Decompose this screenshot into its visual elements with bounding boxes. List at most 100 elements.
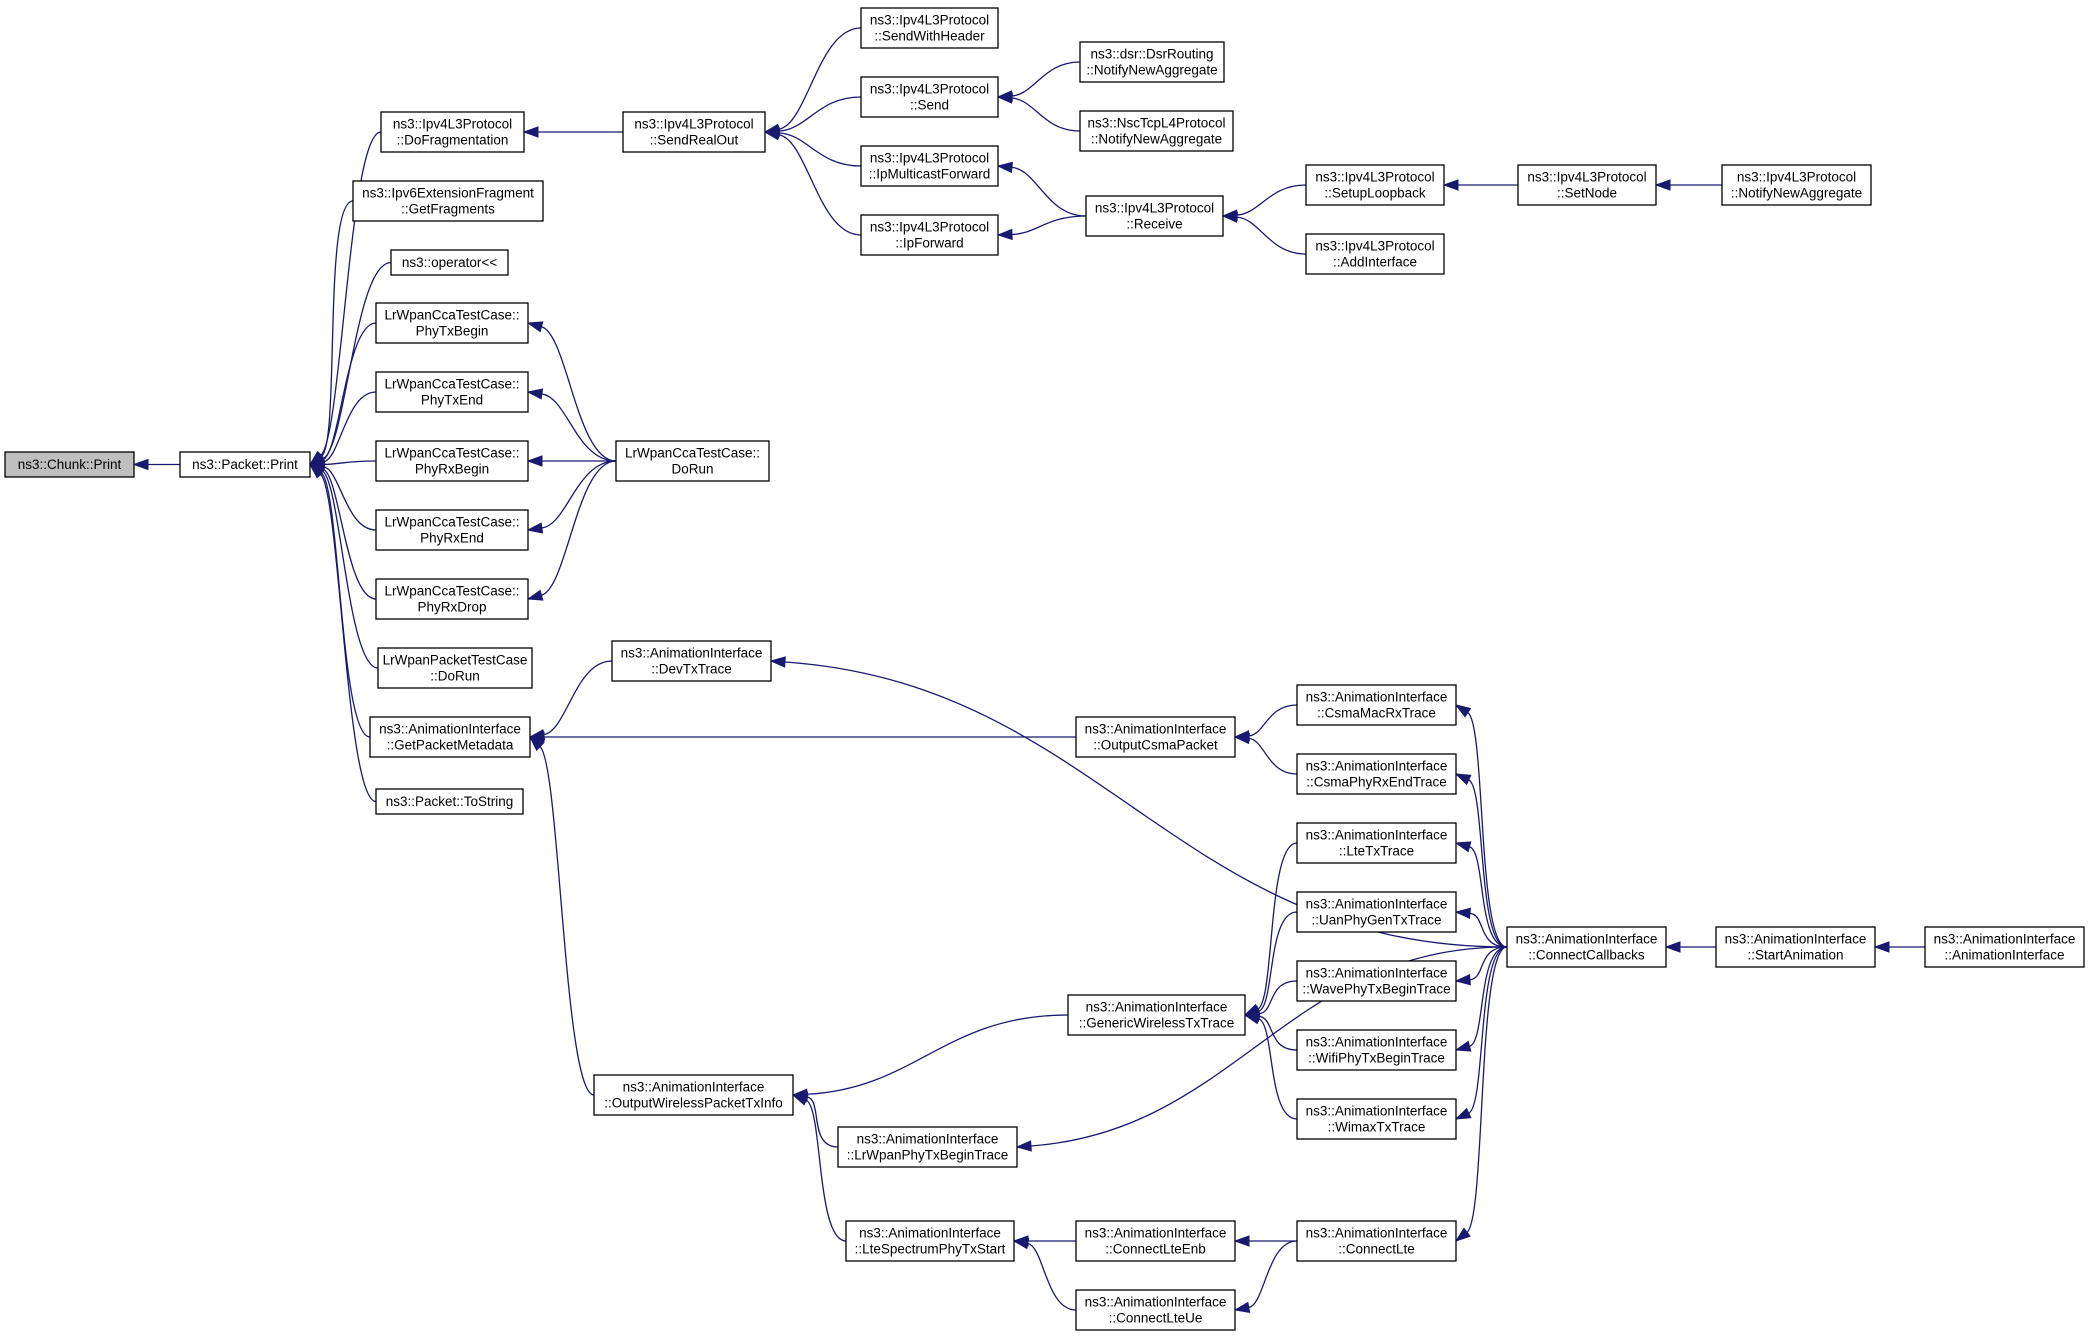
- edge-wimax-to-genwireless: [1243, 1013, 1298, 1120]
- node-box: [1079, 41, 1225, 83]
- node-ltetx[interactable]: ns3::AnimationInterface::LteTxTrace: [1296, 822, 1457, 864]
- node-notifyagg[interactable]: ns3::Ipv4L3Protocol::NotifyNewAggregate: [1721, 164, 1872, 206]
- node-ipfwd[interactable]: ns3::Ipv4L3Protocol::IpForward: [860, 214, 999, 256]
- node-uanphy[interactable]: ns3::AnimationInterface::UanPhyGenTxTrac…: [1296, 891, 1457, 933]
- node-animiface[interactable]: ns3::AnimationInterface::AnimationInterf…: [1924, 926, 2085, 968]
- edge-conncb-to-wifiphy: [1454, 946, 1508, 1052]
- edge-arrowhead: [526, 589, 544, 601]
- node-label: ns3::AnimationInterface: [379, 722, 521, 737]
- edge-line: [778, 27, 862, 130]
- node-ltespec[interactable]: ns3::AnimationInterface::LteSpectrumPhyT…: [845, 1220, 1015, 1262]
- node-send[interactable]: ns3::Ipv4L3Protocol::Send: [860, 76, 999, 118]
- node-phyrxdrop[interactable]: LrWpanCcaTestCase::PhyRxDrop: [375, 578, 529, 620]
- edge-arrowhead: [526, 455, 543, 467]
- node-phytxend[interactable]: LrWpanCcaTestCase::PhyTxEnd: [375, 371, 529, 413]
- node-label: LrWpanCcaTestCase::: [384, 446, 519, 461]
- node-box: [352, 180, 544, 222]
- node-csmamacrx[interactable]: ns3::AnimationInterface::CsmaMacRxTrace: [1296, 684, 1457, 726]
- node-label: ::DoFragmentation: [397, 133, 509, 148]
- edge-arrowhead: [1454, 907, 1471, 920]
- node-addiface[interactable]: ns3::Ipv4L3Protocol::AddInterface: [1305, 233, 1445, 275]
- edge-line: [1258, 980, 1298, 1015]
- node-phytxbegin[interactable]: LrWpanCcaTestCase::PhyTxBegin: [375, 302, 529, 344]
- node-outwireless[interactable]: ns3::AnimationInterface::OutputWirelessP…: [593, 1074, 794, 1116]
- edge-notifyagg-to-setnode: [1654, 179, 1723, 191]
- edge-arrowhead: [526, 388, 544, 400]
- node-wimax[interactable]: ns3::AnimationInterface::WimaxTxTrace: [1296, 1098, 1457, 1140]
- edge-line: [320, 472, 371, 738]
- node-setuploop[interactable]: ns3::Ipv4L3Protocol::SetupLoopback: [1305, 164, 1445, 206]
- node-label: ns3::Ipv4L3Protocol: [870, 82, 989, 97]
- node-devtx[interactable]: ns3::AnimationInterface::DevTxTrace: [611, 640, 772, 682]
- node-nsctcp[interactable]: ns3::NscTcpL4Protocol::NotifyNewAggregat…: [1079, 110, 1234, 152]
- node-connlteue[interactable]: ns3::AnimationInterface::ConnectLteUe: [1075, 1289, 1236, 1331]
- edge-genwireless-to-outwireless: [791, 1014, 1069, 1100]
- node-box: [615, 440, 770, 482]
- node-wavephy[interactable]: ns3::AnimationInterface::WavePhyTxBeginT…: [1296, 960, 1457, 1002]
- node-connlteenb[interactable]: ns3::AnimationInterface::ConnectLteEnb: [1075, 1220, 1236, 1262]
- node-getmeta[interactable]: ns3::AnimationInterface::GetPacketMetada…: [369, 716, 531, 758]
- node-dofrag[interactable]: ns3::Ipv4L3Protocol::DoFragmentation: [380, 111, 525, 153]
- node-pktprint[interactable]: ns3::Packet::Print: [179, 451, 311, 478]
- node-setnode[interactable]: ns3::Ipv4L3Protocol::SetNode: [1517, 164, 1657, 206]
- node-label: ns3::AnimationInterface: [1306, 1104, 1448, 1119]
- node-phyrxbegin[interactable]: LrWpanCcaTestCase::PhyRxBegin: [375, 440, 529, 482]
- node-tostring[interactable]: ns3::Packet::ToString: [375, 788, 524, 815]
- node-startanim[interactable]: ns3::AnimationInterface::StartAnimation: [1715, 926, 1876, 968]
- node-receive[interactable]: ns3::Ipv4L3Protocol::Receive: [1085, 195, 1224, 237]
- node-sendrealout[interactable]: ns3::Ipv4L3Protocol::SendRealOut: [622, 111, 766, 153]
- node-box: [375, 440, 529, 482]
- node-connlte[interactable]: ns3::AnimationInterface::ConnectLte: [1296, 1220, 1457, 1262]
- edge-sendrealout-to-dofrag: [522, 126, 623, 138]
- node-box: [375, 788, 524, 815]
- node-sendwithheader[interactable]: ns3::Ipv4L3Protocol::SendWithHeader: [860, 7, 999, 49]
- node-label: ::NotifyNewAggregate: [1086, 63, 1217, 78]
- node-pktdorun[interactable]: LrWpanPacketTestCase::DoRun: [377, 647, 533, 689]
- node-box: [1924, 926, 2085, 968]
- node-label: ns3::Packet::ToString: [386, 794, 514, 809]
- node-label: ::CsmaMacRxTrace: [1317, 706, 1436, 721]
- edge-ipv6frag-to-pktprint: [308, 200, 354, 466]
- node-ccadorun[interactable]: LrWpanCcaTestCase::DoRun: [615, 440, 770, 482]
- node-phyrxend[interactable]: LrWpanCcaTestCase::PhyRxEnd: [375, 509, 529, 551]
- node-wifiphy[interactable]: ns3::AnimationInterface::WifiPhyTxBeginT…: [1296, 1029, 1457, 1071]
- node-label: ns3::NscTcpL4Protocol: [1087, 116, 1225, 131]
- edge-line: [1467, 712, 1508, 948]
- edge-phyrxdrop-to-pktprint: [308, 463, 377, 600]
- edge-arrowhead: [1454, 974, 1471, 986]
- node-csmaphyrx[interactable]: ns3::AnimationInterface::CsmaPhyRxEndTra…: [1296, 753, 1457, 795]
- node-box: [179, 451, 311, 478]
- node-oplt[interactable]: ns3::operator<<: [390, 249, 509, 276]
- node-ipv6frag[interactable]: ns3::Ipv6ExtensionFragment::GetFragments: [352, 180, 544, 222]
- edge-arrowhead: [308, 463, 325, 479]
- edge-line: [323, 460, 377, 466]
- edge-arrowhead: [1442, 179, 1459, 191]
- node-label: PhyTxEnd: [421, 393, 483, 408]
- node-label: PhyRxBegin: [415, 462, 489, 477]
- node-box: [860, 214, 999, 256]
- edge-arrowhead: [132, 458, 149, 471]
- node-dsr[interactable]: ns3::dsr::DsrRouting::NotifyNewAggregate: [1079, 41, 1225, 83]
- node-label: ns3::Ipv4L3Protocol: [1315, 170, 1434, 185]
- node-chunk[interactable]: ns3::Chunk::Print: [4, 451, 135, 478]
- edge-line: [322, 468, 377, 600]
- node-ipmcast[interactable]: ns3::Ipv4L3Protocol::IpMulticastForward: [860, 145, 999, 187]
- node-outcsma[interactable]: ns3::AnimationInterface::OutputCsmaPacke…: [1075, 716, 1236, 758]
- edge-arrowhead: [1454, 1040, 1472, 1052]
- node-box: [1305, 164, 1445, 206]
- edge-line: [1011, 166, 1087, 217]
- node-label: LrWpanCcaTestCase::: [384, 584, 519, 599]
- node-label: ::WavePhyTxBeginTrace: [1302, 982, 1450, 997]
- node-lrwpanphytx[interactable]: ns3::AnimationInterface::LrWpanPhyTxBegi…: [837, 1126, 1018, 1168]
- node-box: [4, 451, 135, 478]
- node-box: [369, 716, 531, 758]
- node-conncb[interactable]: ns3::AnimationInterface::ConnectCallback…: [1506, 926, 1667, 968]
- edge-line: [1011, 215, 1087, 236]
- node-label: ns3::AnimationInterface: [1934, 932, 2076, 947]
- node-box: [1296, 891, 1457, 933]
- node-genwireless[interactable]: ns3::AnimationInterface::GenericWireless…: [1067, 994, 1246, 1036]
- edge-ccadorun-to-phytxend: [526, 388, 617, 462]
- node-label: ns3::Ipv4L3Protocol: [870, 151, 989, 166]
- node-label: ns3::Ipv4L3Protocol: [1095, 201, 1214, 216]
